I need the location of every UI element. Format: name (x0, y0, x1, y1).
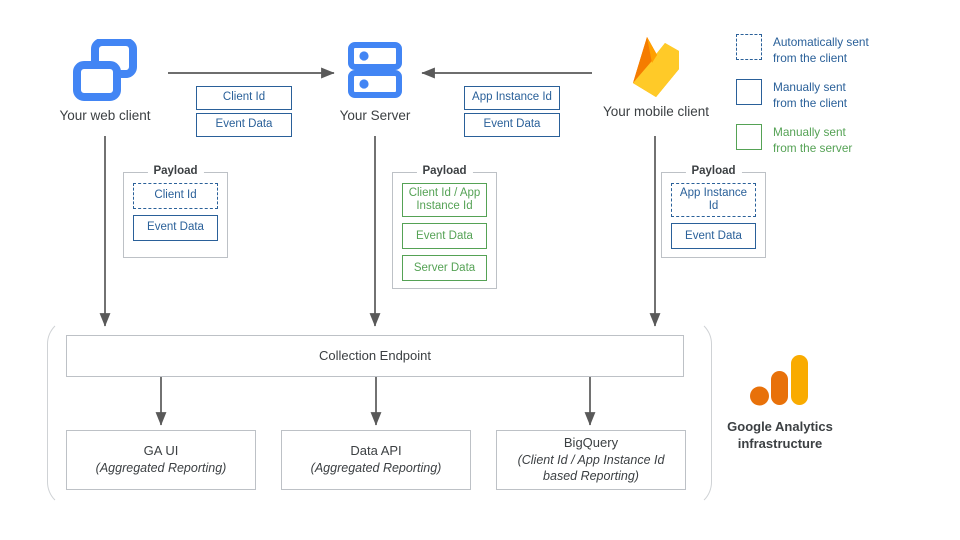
payload-title: Payload (685, 165, 742, 177)
collection-endpoint-label: Collection Endpoint (318, 347, 432, 363)
legend-swatch-dashed-blue (736, 34, 762, 60)
payload-item-event-data: Event Data (671, 223, 756, 250)
node-server: Your Server (310, 36, 440, 123)
legend-label: Manually sent from the server (773, 124, 852, 157)
output-box-ga-ui: GA UI (Aggregated Reporting) (66, 430, 256, 490)
legend-item-manual-server: Manually sent from the server (736, 123, 951, 157)
payload-item-event-data: Event Data (402, 223, 487, 250)
legend-swatch-solid-green (736, 123, 762, 150)
output-title: BigQuery (563, 435, 619, 451)
payload-item-client-id-app-instance-id: Client Id / App Instance Id (402, 183, 487, 218)
legend-line-1: Manually sent (773, 79, 846, 94)
payload-title: Payload (147, 165, 204, 177)
output-title: Data API (350, 443, 402, 459)
chip-app-instance-id: App Instance Id (464, 86, 560, 110)
legend-line-2: from the server (773, 140, 853, 155)
payload-title: Payload (416, 165, 473, 177)
payload-item-client-id: Client Id (133, 183, 218, 209)
legend-swatch-solid-blue (736, 78, 762, 105)
web-client-icon (73, 39, 137, 101)
chip-event-data: Event Data (196, 113, 292, 137)
transport-mobile-to-server: App Instance Id Event Data (464, 86, 560, 137)
collection-endpoint-box: Collection Endpoint (66, 335, 684, 377)
chip-client-id: Client Id (196, 86, 292, 110)
infrastructure-bracket (47, 318, 712, 508)
server-caption: Your Server (339, 108, 411, 123)
google-analytics-brand: Google Analytics infrastructure (700, 355, 860, 453)
firebase-icon (633, 37, 679, 97)
legend-line-2: from the client (773, 50, 848, 65)
legend-item-manual-client: Manually sent from the client (736, 78, 951, 112)
legend-line-1: Automatically sent (773, 35, 869, 49)
firebase-icon-wrap (582, 32, 730, 100)
legend-line-1: Manually sent (773, 124, 846, 139)
output-subtitle: (Aggregated Reporting) (310, 461, 442, 476)
brand-line-2: infrastructure (737, 435, 823, 451)
web-client-icon-wrap (40, 36, 170, 104)
transport-web-to-server: Client Id Event Data (196, 86, 292, 137)
mobile-client-caption: Your mobile client (602, 104, 710, 119)
payload-web-client: Payload Client Id Event Data (123, 165, 228, 258)
payload-item-server-data: Server Data (402, 255, 487, 282)
legend-label: Automatically sent from the client (773, 34, 869, 67)
server-icon-wrap (310, 36, 440, 104)
node-mobile-client: Your mobile client (582, 32, 730, 119)
google-analytics-caption: Google Analytics infrastructure (700, 419, 860, 453)
server-icon (348, 42, 402, 98)
output-subtitle: (Client Id / App Instance Id based Repor… (517, 453, 665, 484)
payload-mobile-client: Payload App Instance Id Event Data (661, 165, 766, 258)
google-analytics-icon (750, 355, 808, 406)
brand-line-1: Google Analytics (727, 419, 833, 434)
legend-line-2: from the client (773, 95, 848, 110)
chip-event-data: Event Data (464, 113, 560, 137)
legend: Automatically sent from the client Manua… (736, 34, 951, 169)
web-client-caption: Your web client (59, 108, 151, 123)
output-subtitle: (Aggregated Reporting) (95, 461, 227, 476)
legend-item-auto-client: Automatically sent from the client (736, 34, 951, 67)
output-box-bigquery: BigQuery (Client Id / App Instance Id ba… (496, 430, 686, 490)
legend-label: Manually sent from the client (773, 79, 847, 112)
payload-server: Payload Client Id / App Instance Id Even… (392, 165, 497, 289)
output-box-data-api: Data API (Aggregated Reporting) (281, 430, 471, 490)
payload-item-event-data: Event Data (133, 215, 218, 241)
output-title: GA UI (143, 443, 179, 459)
payload-item-app-instance-id: App Instance Id (671, 183, 756, 218)
node-web-client: Your web client (40, 36, 170, 123)
